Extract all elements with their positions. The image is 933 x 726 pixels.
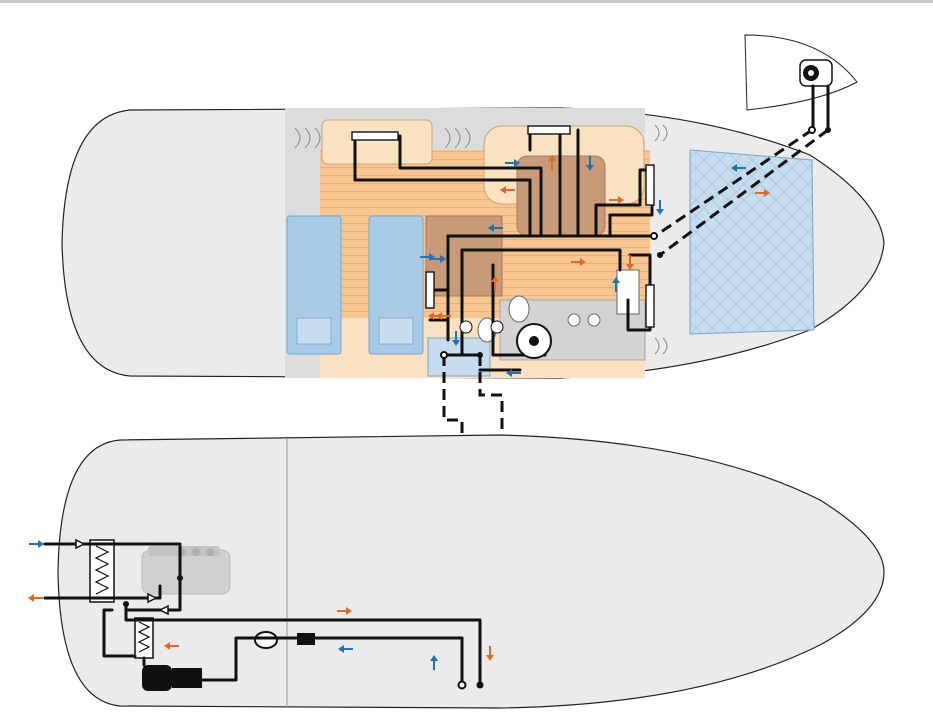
radiator-forward (645, 164, 655, 206)
flow-arrow-icon (431, 255, 446, 263)
flow-arrow-icon (337, 607, 352, 615)
flow-arrow-icon (612, 277, 620, 292)
check-valve-3 (158, 604, 169, 616)
flow-arrow-icon (486, 646, 494, 661)
radiator-dinette (527, 125, 571, 135)
flow-arrow-icon (755, 189, 770, 197)
flow-arrow-icon (505, 159, 520, 167)
blower-fan-1 (459, 320, 473, 334)
settee-forward (321, 119, 433, 165)
flow-arrow-icon (656, 200, 664, 215)
hull-plan (43, 434, 885, 709)
flow-arrow-icon (420, 253, 435, 261)
flow-arrow-icon (338, 645, 353, 653)
flow-arrow-icon (571, 258, 586, 266)
check-valve-1 (75, 538, 86, 550)
flow-arrow-icon (29, 540, 44, 548)
pump-motor (172, 668, 202, 688)
pillow-port (296, 317, 332, 345)
washbasin (508, 295, 530, 323)
engine-block (141, 546, 231, 595)
top-border (0, 0, 933, 3)
deck-plan (61, 34, 885, 379)
radiators (351, 125, 655, 328)
fan-heater-hub (808, 70, 814, 76)
radiator-aft (351, 131, 399, 141)
flow-arrow-icon (164, 642, 179, 650)
flow-arrow-icon (626, 255, 634, 270)
deck-pipework (353, 128, 654, 372)
flow-arrow-icon (430, 655, 438, 670)
heater-burner-icon (529, 336, 539, 346)
radiator-galley (645, 284, 655, 328)
flow-arrow-icon (548, 155, 556, 170)
blower-fan-2 (490, 320, 504, 334)
flow-arrow-icon (488, 224, 503, 232)
check-valve-2 (147, 592, 158, 604)
pillow-starboard (378, 317, 414, 345)
flow-arrow-icon (506, 369, 521, 377)
flow-arrow-icon (609, 196, 624, 204)
flow-arrow-icon (500, 186, 515, 194)
window-vents (294, 124, 668, 355)
flow-arrow-icon (428, 312, 443, 320)
forward-cabin (689, 149, 815, 335)
circulation-pump (142, 665, 172, 691)
flybridge-ducts (650, 84, 831, 258)
flow-arrow-icon (28, 594, 43, 602)
flow-arrow-icon (452, 331, 460, 346)
flow-arrow-layer (28, 155, 770, 670)
flow-arrow-icon (731, 164, 746, 172)
flow-arrow-icon (491, 276, 499, 291)
flow-arrow-icon (586, 156, 594, 171)
stove-burner-1 (567, 313, 581, 327)
saloon-table (425, 215, 503, 297)
radiator-saloon (425, 271, 435, 309)
stove-burner-2 (587, 313, 601, 327)
expansion-tank (254, 631, 278, 649)
